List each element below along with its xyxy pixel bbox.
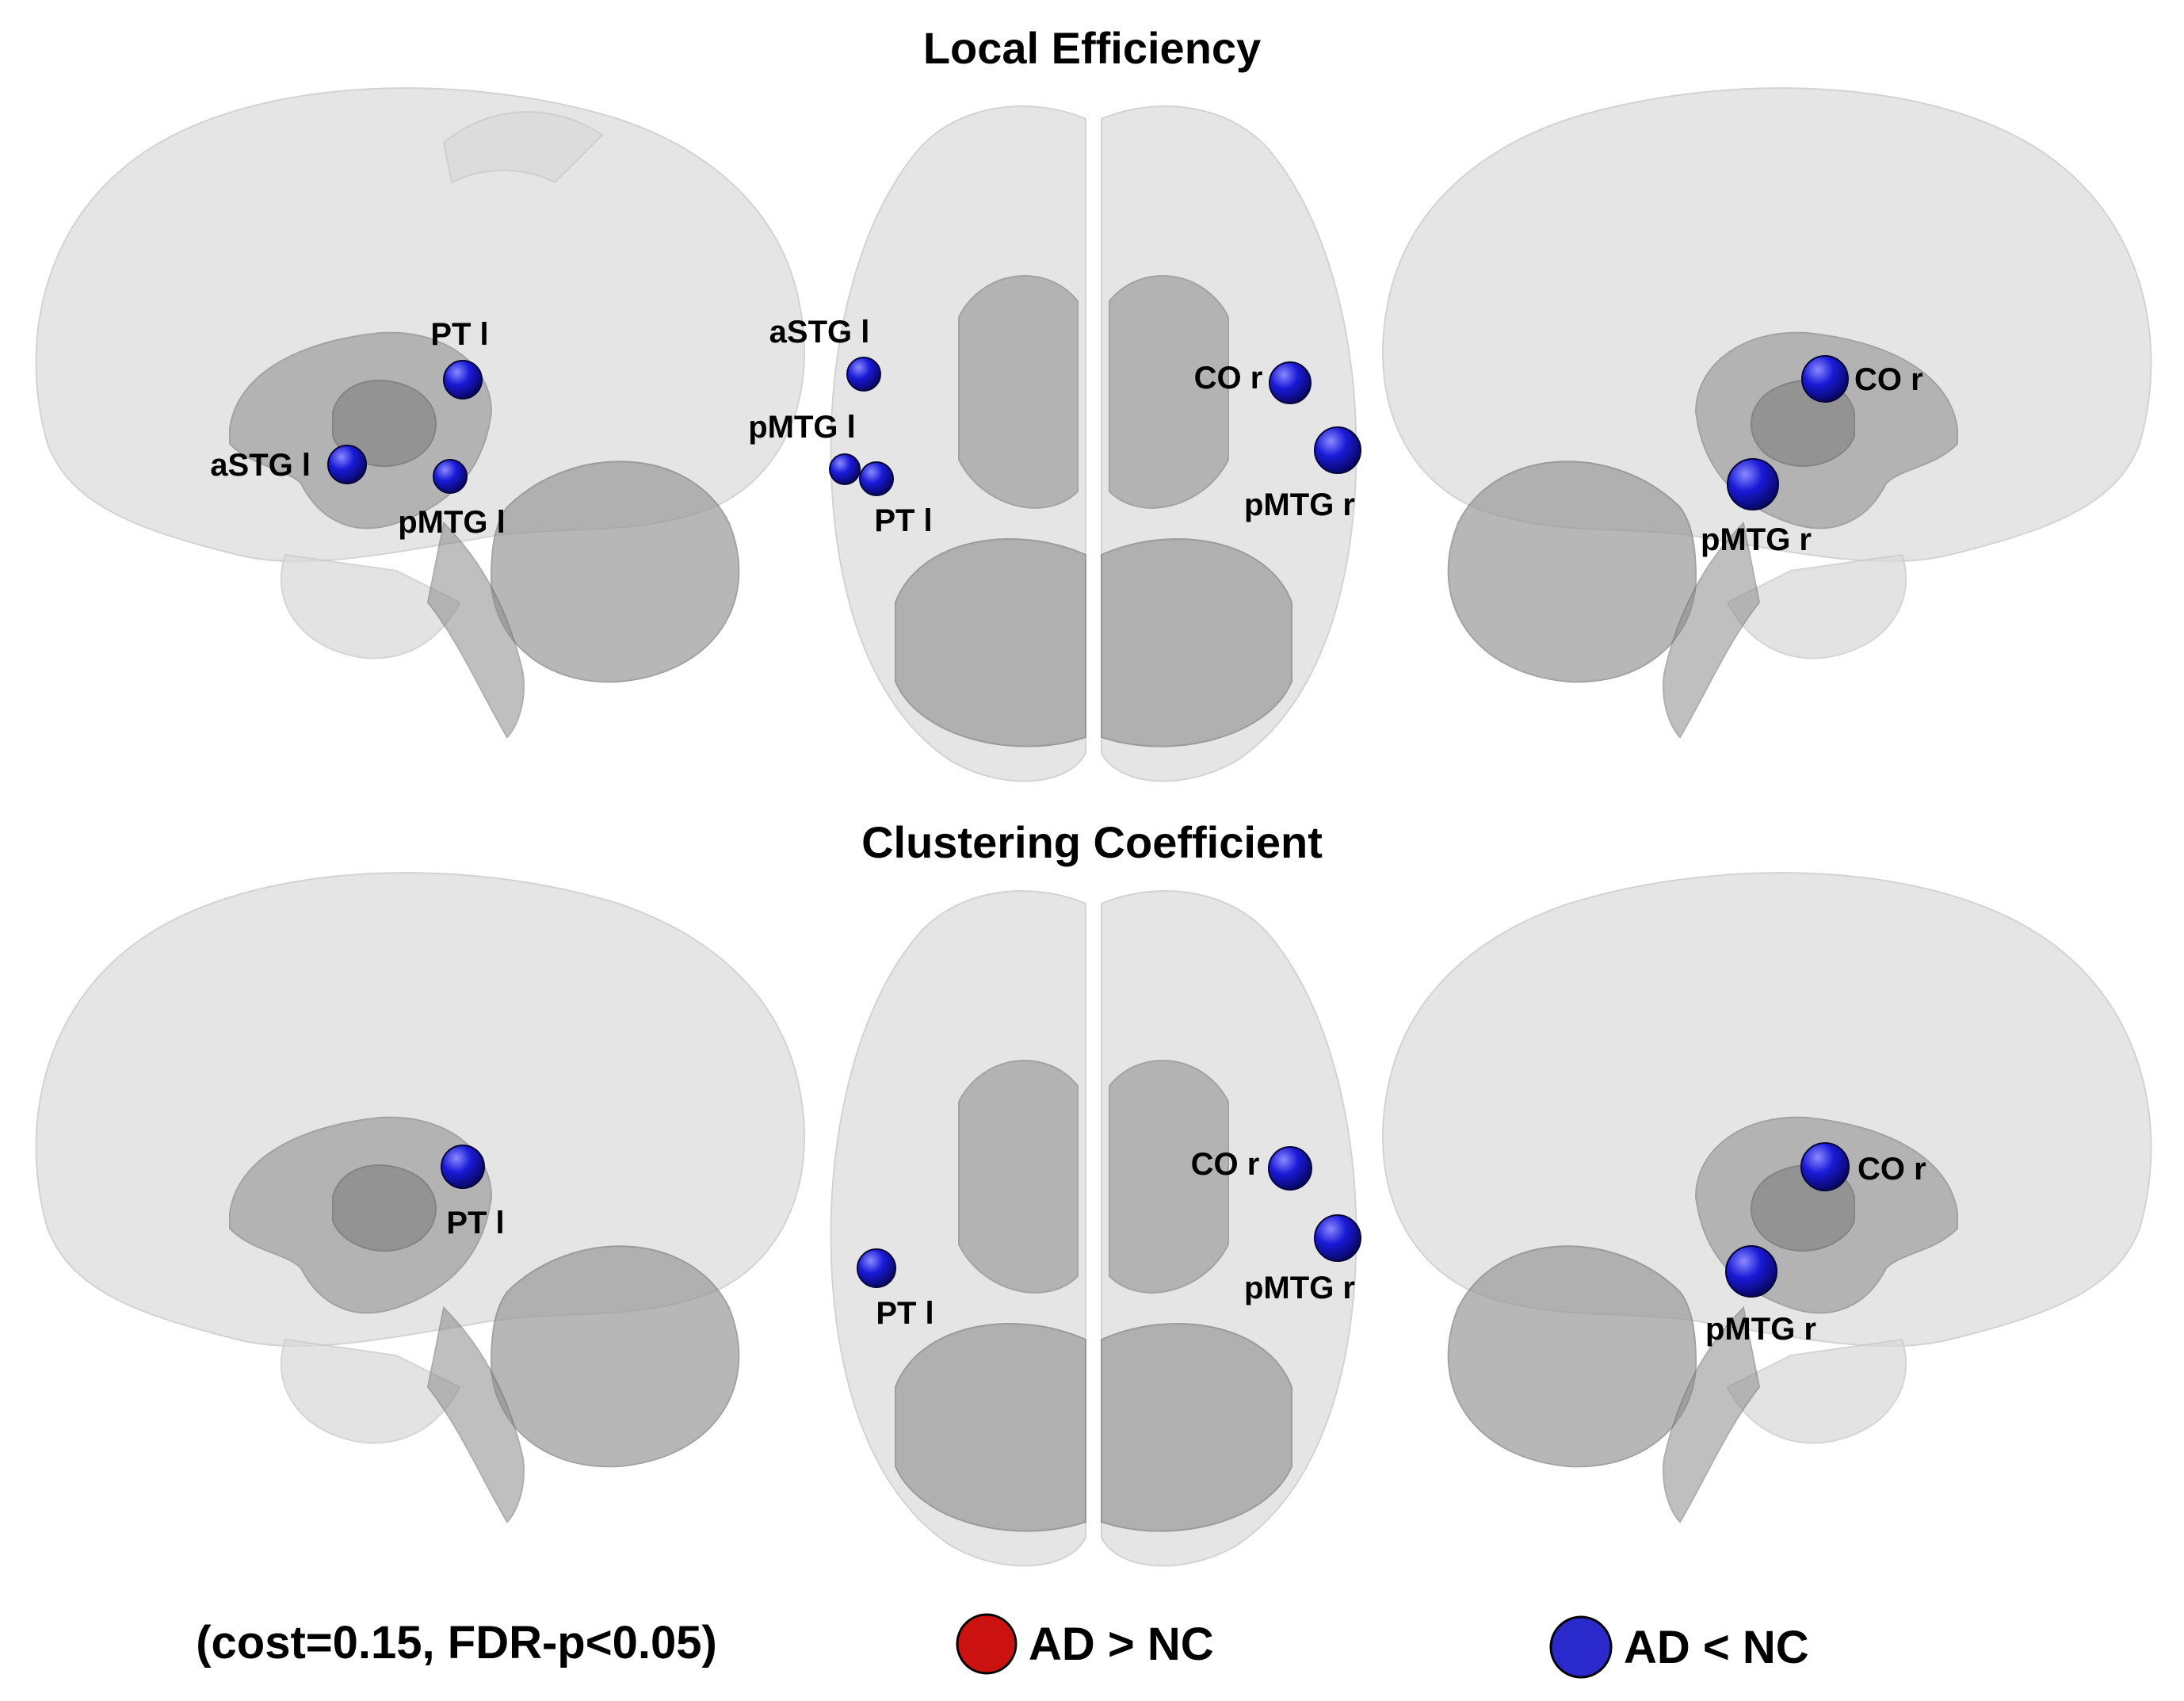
node-bottom-axial-pmtg-r [1314,1214,1361,1262]
label-top-left-pmtg-l: pMTG l [398,505,506,540]
label-top-axial-astg-l: aSTG l [769,315,870,350]
label-top-left-astg-l: aSTG l [210,448,311,483]
label-top-axial-pmtg-r: pMTG r [1244,487,1355,522]
bottom-left-lateral-brain [35,872,806,1523]
panel-title-clustering-coefficient: Clustering Coefficient [861,817,1323,867]
label-top-left-pt-l: PT l [430,317,488,352]
legend-swatch-ad-less [1549,1615,1613,1679]
cost-note: (cost=0.15, FDR-p<0.05) [196,1617,717,1669]
node-top-right-pmtg-r [1727,458,1779,510]
label-bottom-left-pt-l: PT l [446,1206,504,1240]
node-bottom-right-pmtg-r [1725,1245,1777,1298]
node-top-left-astg-l [327,445,367,484]
label-bottom-axial-pt-l: PT l [876,1296,934,1331]
node-top-right-co-r [1801,355,1849,403]
label-top-right-pmtg-r: pMTG r [1701,522,1812,557]
panel-title-local-efficiency: Local Efficiency [923,23,1261,73]
legend-swatch-ad-greater [956,1613,1018,1675]
node-bottom-axial-co-r [1268,1146,1312,1191]
node-top-axial-pmtg-r [1314,426,1361,474]
node-bottom-left-pt-l [441,1145,485,1189]
label-top-axial-pmtg-l: pMTG l [748,410,856,445]
label-bottom-axial-co-r: CO r [1191,1147,1260,1182]
top-right-lateral-brain [1381,87,2152,739]
node-bottom-right-co-r [1800,1142,1850,1191]
node-top-left-pt-l [443,360,483,399]
legend-label-ad-greater: AD > NC [1029,1619,1214,1670]
label-top-right-co-r: CO r [1854,362,1923,397]
node-top-axial-pmtg-l [829,453,861,485]
bottom-axial-brain [830,890,1357,1567]
top-axial-brain [830,105,1357,782]
legend-label-ad-less: AD < NC [1624,1622,1809,1673]
label-top-axial-pt-l: PT l [874,503,932,538]
node-top-axial-co-r [1269,361,1312,404]
bottom-right-lateral-brain [1381,872,2152,1523]
top-left-lateral-brain [35,87,806,739]
node-top-axial-pt-l [859,461,894,496]
node-bottom-axial-pt-l [857,1248,896,1288]
label-bottom-right-co-r: CO r [1858,1152,1926,1187]
node-top-axial-astg-l [846,357,881,392]
node-top-left-pmtg-l [433,459,468,494]
label-bottom-right-pmtg-r: pMTG r [1705,1312,1816,1347]
label-top-axial-co-r: CO r [1194,361,1263,396]
label-bottom-axial-pmtg-r: pMTG r [1244,1271,1355,1305]
